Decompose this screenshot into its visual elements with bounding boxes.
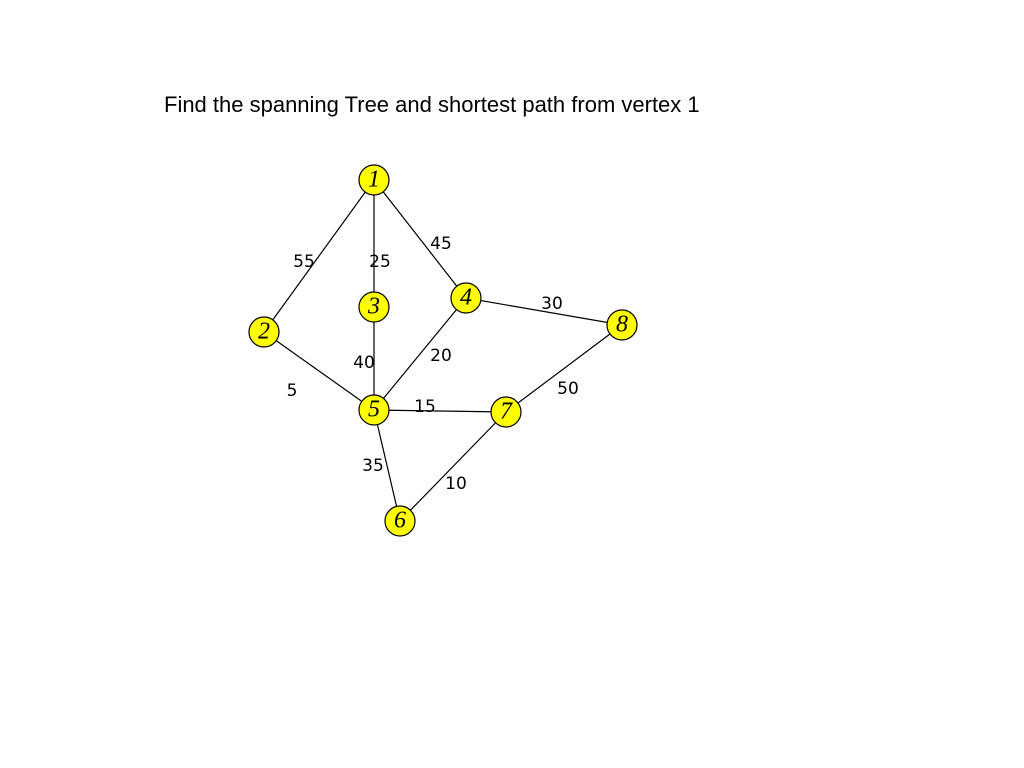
edge-weight-5-7: 15	[414, 397, 436, 417]
vertex-label-6: 6	[394, 508, 406, 534]
edge-weight-6-7: 10	[445, 474, 467, 494]
vertex-circle-3	[358, 291, 390, 323]
edge-1-2	[263, 179, 375, 333]
vertex-3: 3	[358, 291, 390, 323]
vertex-7: 7	[490, 396, 522, 428]
edge-weight-2-5: 5	[287, 381, 298, 401]
vertex-label-1: 1	[368, 167, 380, 193]
vertex-1: 1	[358, 164, 390, 196]
vertex-circle-7	[490, 396, 522, 428]
vertex-label-3: 3	[367, 294, 380, 320]
page-title: Find the spanning Tree and shortest path…	[164, 92, 700, 117]
edge-4-5	[373, 297, 467, 411]
edge-weight-5-6: 35	[362, 456, 384, 476]
vertex-label-4: 4	[460, 285, 472, 311]
vertex-2: 2	[248, 316, 280, 348]
edge-weight-4-8: 30	[541, 294, 563, 314]
vertex-circle-1	[358, 164, 390, 196]
edge-5-6	[373, 409, 401, 522]
vertex-circle-5	[358, 394, 390, 426]
vertex-label-7: 7	[500, 399, 513, 425]
vertex-6: 6	[384, 505, 416, 537]
vertex-circle-8	[606, 309, 638, 341]
edge-weight-1-2: 55	[293, 252, 315, 272]
vertex-circle-4	[450, 282, 482, 314]
edge-weight-7-8: 50	[557, 379, 579, 399]
edge-1-4	[373, 179, 467, 299]
vertex-label-2: 2	[258, 319, 270, 345]
vertex-8: 8	[606, 309, 638, 341]
edge-weight-1-4: 45	[430, 234, 452, 254]
edge-weight-3-5: 40	[353, 353, 375, 373]
vertex-circle-2	[248, 316, 280, 348]
vertex-5: 5	[358, 394, 390, 426]
vertex-4: 4	[450, 282, 482, 314]
vertex-label-8: 8	[616, 312, 628, 338]
edge-5-7	[373, 409, 507, 413]
edge-weight-1-3: 25	[369, 252, 391, 272]
edge-2-5	[263, 331, 375, 411]
edge-4-8	[465, 297, 623, 326]
vertex-label-5: 5	[368, 397, 380, 423]
edge-7-8	[505, 324, 623, 413]
edge-weight-4-5: 20	[430, 346, 452, 366]
edge-6-7	[399, 411, 507, 522]
vertex-circle-6	[384, 505, 416, 537]
